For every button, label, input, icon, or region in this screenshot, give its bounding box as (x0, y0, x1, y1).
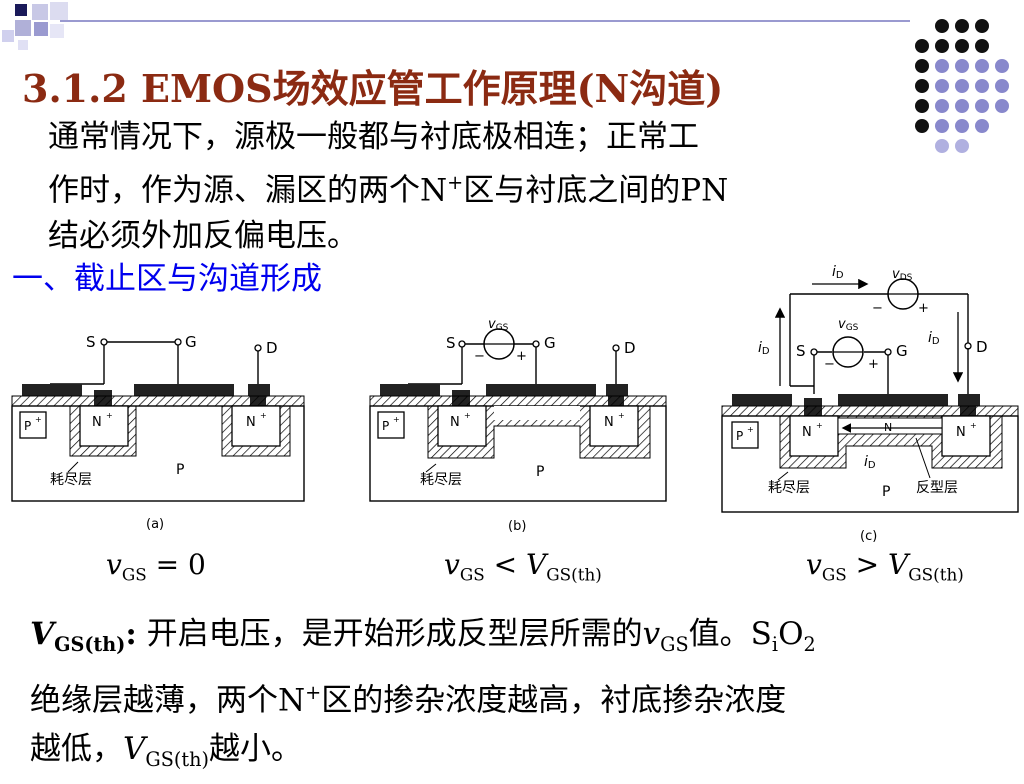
decoration-dot (915, 99, 929, 113)
svg-text:+: + (618, 411, 625, 420)
decoration-dot (915, 119, 929, 133)
section-heading: 一、截止区与沟道形成 (12, 261, 322, 297)
svg-text:−: − (474, 349, 485, 364)
id-label-top: iD (832, 264, 844, 281)
intro-line-2: 作时，作为源、漏区的两个N+区与衬底之间的PN (48, 171, 729, 209)
terminal-g-label: G (185, 333, 197, 351)
substrate-p-label: P (176, 462, 184, 478)
decoration-dot (975, 59, 989, 73)
bottom-line-2: 绝缘层越薄，两个N+区的掺杂浓度越高，衬底掺杂浓度 (30, 681, 787, 719)
svg-text:N: N (956, 425, 966, 440)
decoration-dot (995, 99, 1009, 113)
decoration-dot (935, 59, 949, 73)
vgs-source-label: vGS (488, 317, 509, 333)
terminal-s-label: S (86, 333, 96, 351)
terminal-g-label: G (896, 342, 908, 360)
decoration-dot (935, 19, 949, 33)
decoration-dot (955, 139, 969, 153)
depletion-label: 耗尽层 (50, 472, 92, 488)
decoration-dot (955, 59, 969, 73)
n-plus-left-label: N (92, 415, 102, 430)
id-label-left: iD (758, 340, 770, 357)
condition-c: vGS > VGS(th) (806, 548, 964, 585)
threshold-voltage-explanation: VGS(th): 开启电压，是开始形成反型层所需的vGS值。SiO2 绝缘层越薄… (30, 610, 1010, 784)
depletion-label: 耗尽层 (420, 472, 462, 488)
decoration-dot (955, 19, 969, 33)
terminal-d-label: D (976, 338, 988, 356)
svg-text:+: + (816, 421, 823, 430)
decoration-dot (935, 79, 949, 93)
p-plus-label: P (24, 419, 31, 433)
decoration-dot (975, 119, 989, 133)
svg-text:+: + (970, 421, 977, 430)
decoration-dot (915, 59, 929, 73)
vgs-source-label: vGS (838, 317, 859, 333)
corner-decoration-squares (2, 2, 68, 50)
dot-grid-decoration (915, 19, 1009, 153)
decoration-dot (975, 19, 989, 33)
svg-text:+: + (106, 411, 113, 420)
decoration-dot (975, 79, 989, 93)
svg-text:+: + (35, 415, 42, 424)
decoration-dot (935, 99, 949, 113)
intro-line-3: 结必须外加反偏电压。 (48, 218, 358, 255)
terminal-g-label: G (544, 334, 556, 352)
decoration-dot (955, 99, 969, 113)
bottom-line-3: 越低，VGS(th)越小。 (30, 730, 302, 771)
svg-text:−: − (824, 357, 835, 372)
terminal-s-label: S (446, 334, 456, 352)
caption-b: (b) (508, 519, 526, 534)
slide-title: 3.1.2 EMOS场效应管工作原理(N沟道) (22, 66, 724, 111)
vds-source-label: vDS (892, 267, 913, 283)
condition-a: vGS = 0 (106, 548, 206, 585)
svg-text:P: P (382, 419, 389, 433)
decoration-dot (995, 59, 1009, 73)
caption-a: (a) (146, 517, 164, 532)
svg-text:P: P (736, 429, 743, 443)
id-label-channel: iD (864, 454, 876, 471)
condition-b: vGS < VGS(th) (444, 548, 602, 585)
depletion-label: 耗尽层 (768, 480, 810, 496)
svg-text:N: N (604, 415, 614, 430)
svg-text:+: + (918, 301, 929, 316)
decoration-dot (935, 39, 949, 53)
intro-line-1: 通常情况下，源极一般都与衬底极相连；正常工 (48, 119, 699, 155)
terminal-s-label: S (796, 342, 806, 360)
svg-text:+: + (464, 411, 471, 420)
decoration-dot (975, 39, 989, 53)
svg-text:+: + (516, 349, 527, 364)
svg-text:+: + (868, 357, 879, 372)
intro-paragraph: 通常情况下，源极一般都与衬底极相连；正常工 作时，作为源、漏区的两个N+区与衬底… (48, 114, 908, 259)
mos-diagram-c: vDS − + iD iD iD vGS − + S G D P+ N N+ N… (721, 264, 1019, 544)
decoration-dot (915, 39, 929, 53)
decoration-dot (955, 39, 969, 53)
inversion-layer-label: 反型层 (916, 480, 958, 496)
terminal-d-label: D (624, 339, 636, 357)
terminal-d-label: D (266, 339, 278, 357)
decoration-dot (935, 139, 949, 153)
svg-text:N: N (802, 425, 812, 440)
svg-text:+: + (747, 425, 754, 434)
mos-diagram-a: S G D P + N + N + 耗尽层 P (a) (11, 333, 305, 532)
svg-text:+: + (393, 415, 400, 424)
decoration-dot (995, 79, 1009, 93)
n-plus-right-label: N (246, 415, 256, 430)
svg-text:−: − (872, 301, 883, 316)
decoration-dot (935, 119, 949, 133)
decoration-dot (955, 79, 969, 93)
decoration-dot (955, 119, 969, 133)
bottom-line-1: VGS(th): 开启电压，是开始形成反型层所需的vGS值。SiO2 (30, 616, 816, 657)
mos-diagram-b: vGS − + S G D P + N + N + 耗尽层 P (b) (369, 317, 667, 534)
substrate-p-label: P (536, 464, 544, 480)
substrate-p-label: P (882, 484, 890, 500)
title-top-rule (60, 20, 910, 22)
id-label-right: iD (928, 330, 940, 347)
decoration-dot (915, 79, 929, 93)
svg-text:N: N (450, 415, 460, 430)
decoration-dot (975, 99, 989, 113)
svg-text:+: + (260, 411, 267, 420)
caption-c: (c) (860, 529, 877, 544)
